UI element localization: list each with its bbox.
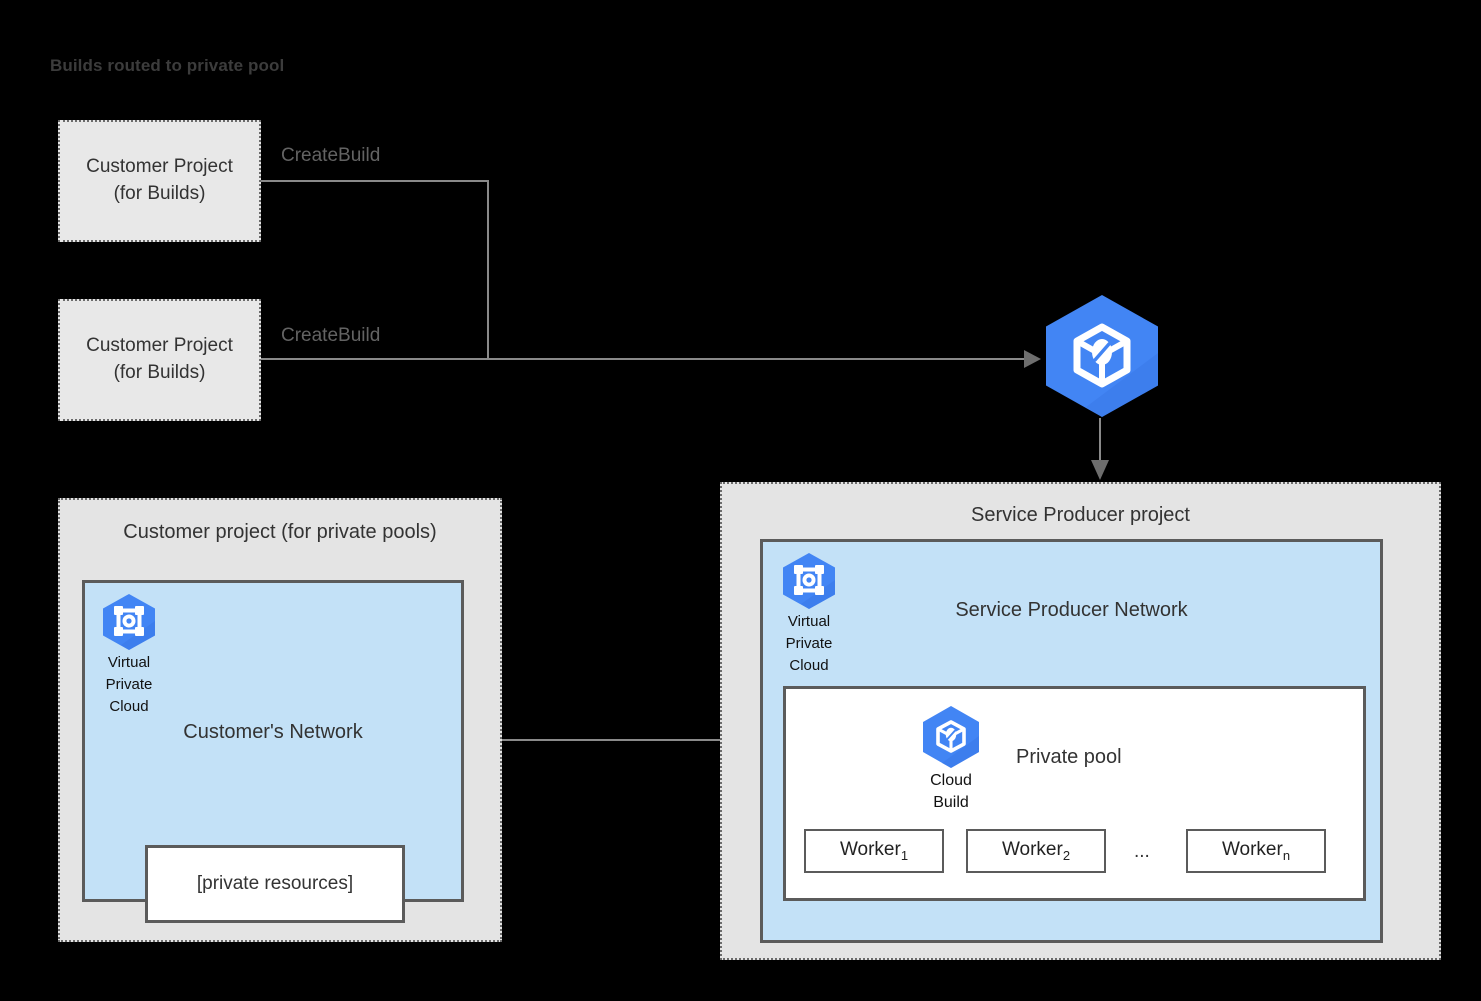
customer-private-pools-title: Customer project (for private pools) [123,521,437,543]
service-producer-network-box[interactable]: Virtual Private Cloud Service Producer N… [760,539,1383,943]
cloud-build-pool-icon-group: Cloud Build [916,705,986,815]
customer-build-project-label-2: Customer Project (for Builds) [86,335,233,383]
createbuild-connector-1-horizontal [261,180,489,182]
worker-box-n[interactable]: Workern [1186,829,1326,873]
virtual-private-cloud-icon [101,593,157,651]
customer-private-pools-panel[interactable]: Customer project (for private pools) [58,498,502,942]
worker-ellipsis: ... [1134,841,1150,862]
worker-label-n: Workern [1221,839,1291,863]
virtual-private-cloud-icon [781,552,837,610]
createbuild-edge-label-1: CreateBuild [281,145,381,166]
service-producer-title: Service Producer project [971,504,1190,526]
private-pool-label: Private pool [1016,746,1122,768]
customers-network-box[interactable]: Virtual Private Cloud Customer's Network… [82,580,464,923]
createbuild-connector-2-horizontal [261,358,1031,360]
arrowhead-to-cloud-build-icon [1024,350,1041,368]
customer-vpc-icon-group: Virtual Private Cloud [97,593,161,717]
customer-vpc-caption: Virtual Private Cloud [105,654,153,715]
peering-connector-line [476,739,744,741]
worker-label-2: Worker2 [1001,839,1071,863]
customer-build-project-box-1[interactable]: Customer Project (for Builds) [58,120,261,242]
customer-build-project-label-1: Customer Project (for Builds) [86,156,233,204]
private-resources-label: [private resources] [196,873,354,894]
producer-vpc-caption: Virtual Private Cloud [785,613,833,674]
service-producer-network-label: Service Producer Network [955,599,1188,621]
cloud-build-caption: Cloud Build [930,772,972,812]
createbuild-edge-label-2: CreateBuild [281,325,381,346]
worker-label-1: Worker1 [839,839,909,863]
private-resources-box[interactable]: [private resources] [145,845,405,923]
worker-box-2[interactable]: Worker2 [966,829,1106,873]
createbuild-connector-1-vertical [487,180,489,359]
private-pool-box[interactable]: Cloud Build Private pool Worker1 Worker2… [783,686,1366,901]
service-producer-panel[interactable]: Service Producer project [720,482,1441,960]
cloud-build-to-producer-line [1099,418,1101,462]
worker-box-1[interactable]: Worker1 [804,829,944,873]
producer-vpc-icon-group: Virtual Private Cloud [777,552,841,676]
cloud-build-icon[interactable] [1042,293,1162,419]
cloud-build-icon [920,705,982,769]
customers-network-label: Customer's Network [183,721,363,743]
arrowhead-down-icon [1091,460,1109,480]
page-title: Builds routed to private pool [50,56,285,75]
customer-build-project-box-2[interactable]: Customer Project (for Builds) [58,299,261,421]
